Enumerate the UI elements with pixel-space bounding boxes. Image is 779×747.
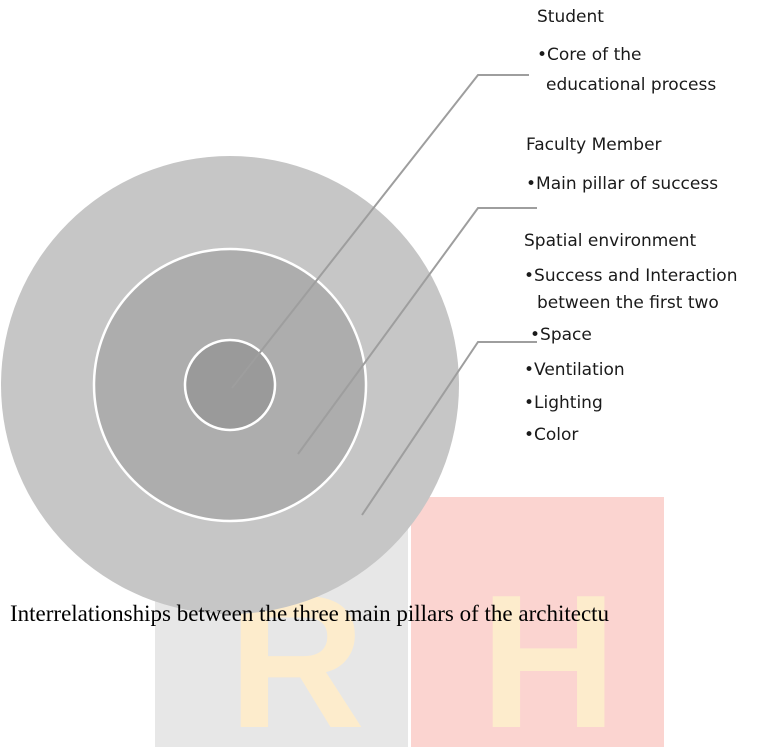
watermark-red-block [411, 497, 664, 747]
spatial-environment-bullet-1: •Success and Interaction [524, 266, 738, 286]
student-bullet-1-cont: educational process [546, 75, 717, 95]
student-title: Student [537, 7, 604, 27]
spatial-environment-title: Spatial environment [524, 231, 697, 251]
faculty-member-bullet-1: •Main pillar of success [526, 174, 719, 194]
leader-line-faculty-member [297, 207, 537, 455]
spatial-environment-bullet-ventilation: •Ventilation [524, 360, 625, 380]
leader-line-spatial-environment [361, 341, 537, 516]
leader-line-student [231, 74, 529, 389]
spatial-environment-bullet-space: •Space [530, 325, 592, 345]
student-bullet-1: •Core of the [537, 45, 642, 65]
spatial-environment-bullet-1-cont: between the first two [537, 293, 719, 313]
inner-circle-student [183, 338, 277, 432]
faculty-member-title: Faculty Member [526, 135, 662, 155]
spatial-environment-bullet-color: •Color [524, 425, 579, 445]
watermark-letter-h: H [480, 556, 617, 747]
spatial-environment-bullet-lighting: •Lighting [524, 393, 603, 413]
figure-caption: Interrelationships between the three mai… [10, 601, 610, 626]
